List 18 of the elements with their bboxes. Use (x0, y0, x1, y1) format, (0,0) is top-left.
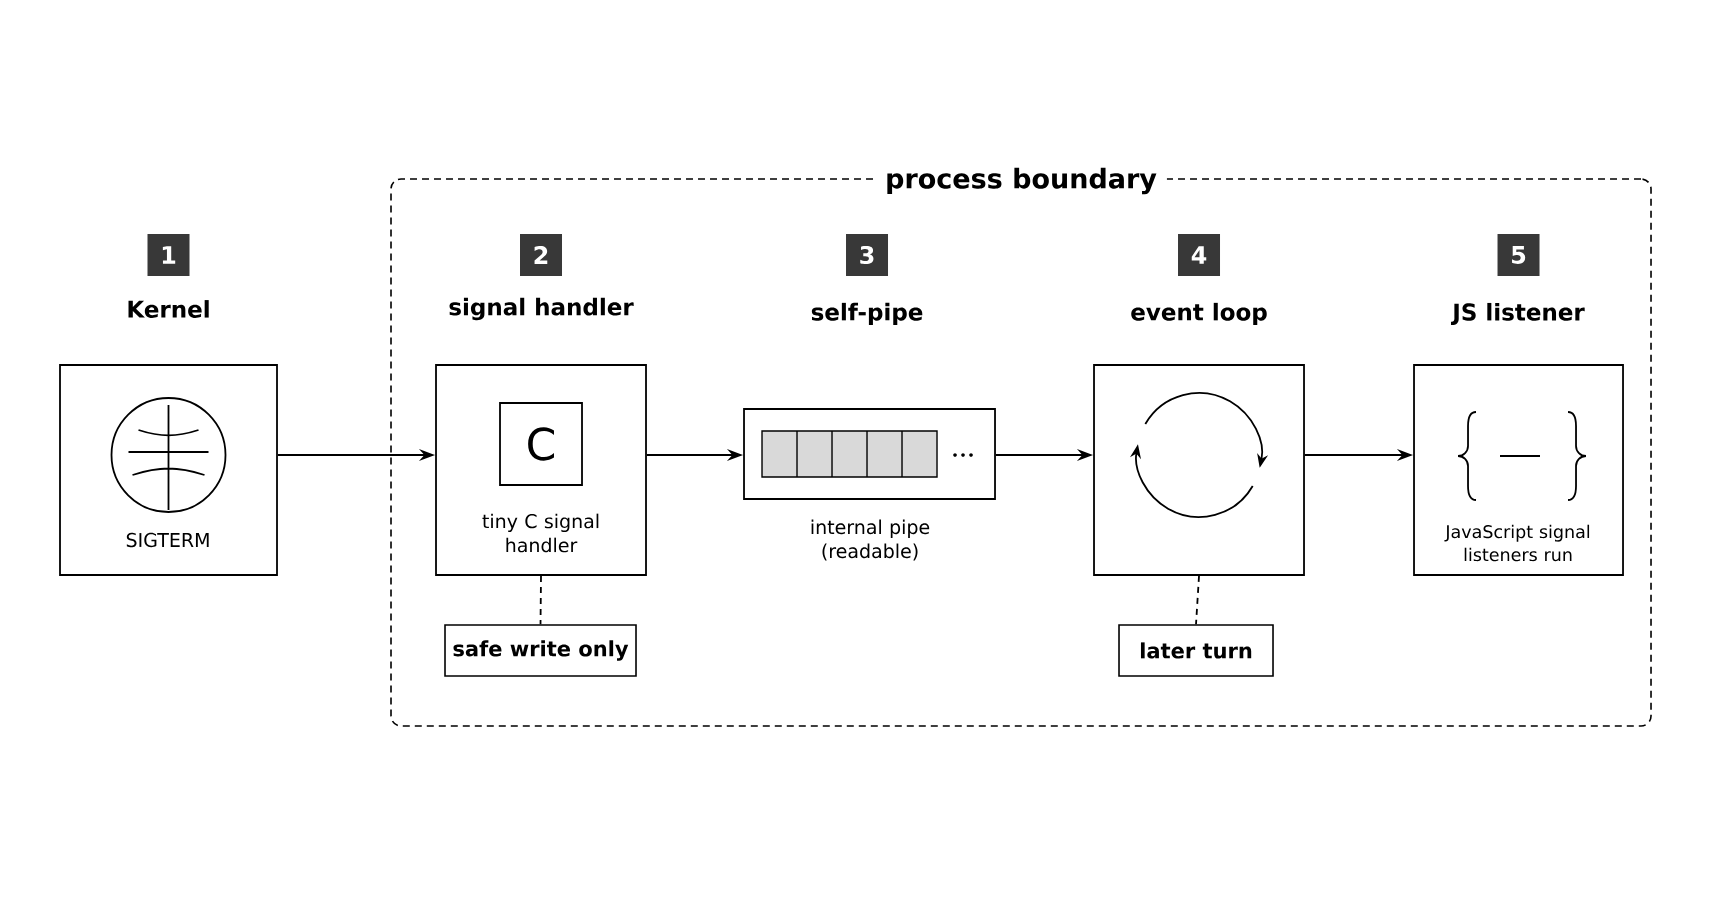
step-number: 1 (147, 234, 190, 276)
step-number: 3 (846, 234, 888, 276)
note-box: safe write only (444, 624, 637, 677)
step-heading: self-pipe (811, 302, 923, 326)
step-number: 5 (1497, 234, 1540, 276)
connector-line (1195, 575, 1200, 626)
step-number: 4 (1178, 234, 1220, 276)
process-box: C tiny C signal handler (435, 364, 647, 576)
process-box: JavaScript signal listeners run (1413, 364, 1624, 576)
connector-line (539, 575, 542, 626)
step-number: 2 (520, 234, 562, 276)
step-heading: JS listener (1451, 302, 1585, 326)
step-heading: Kernel (128, 300, 209, 318)
process-box: SIGTERM (59, 364, 278, 576)
note-box: later turn (1118, 624, 1274, 677)
process-box: internal pipe (readable) (743, 408, 996, 561)
step-heading: event loop (1131, 302, 1267, 326)
step-heading: signal handler (449, 297, 634, 321)
